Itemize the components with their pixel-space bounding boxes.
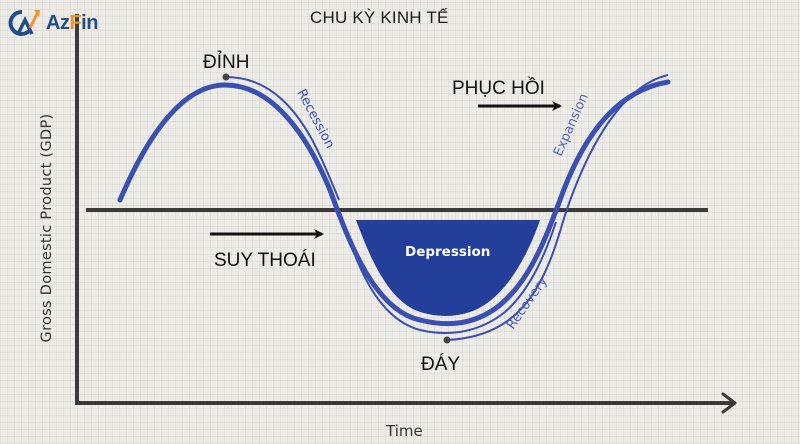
recession-vn-label: SUY THOÁI bbox=[214, 250, 316, 271]
depression-guide-line bbox=[339, 211, 557, 334]
trough-label: ĐÁY bbox=[421, 354, 461, 375]
x-axis-label: Time bbox=[386, 422, 423, 440]
x-axis-arrowhead-icon bbox=[721, 392, 737, 414]
recovery-vn-label: PHỤC HỒI bbox=[452, 78, 545, 99]
gdp-cycle-curve bbox=[117, 79, 671, 327]
trough-dot bbox=[443, 336, 451, 344]
recession-guide-line bbox=[225, 76, 340, 201]
depression-label: Depression bbox=[405, 244, 491, 260]
azfin-logo-icon bbox=[8, 9, 40, 36]
peak-label: ĐỈNH bbox=[203, 52, 250, 73]
brand-logo: AzFin bbox=[46, 12, 98, 35]
recovery-expansion-guide-line bbox=[446, 74, 669, 341]
recovery-en-label: Recovery bbox=[504, 274, 551, 332]
y-axis-label: Gross Domestic Product (GDP) bbox=[39, 113, 55, 343]
depression-area bbox=[356, 220, 540, 316]
page-title: CHU KỲ KINH TẾ bbox=[310, 8, 449, 27]
peak-dot bbox=[222, 73, 230, 81]
brand-name: AzFin bbox=[46, 12, 98, 34]
